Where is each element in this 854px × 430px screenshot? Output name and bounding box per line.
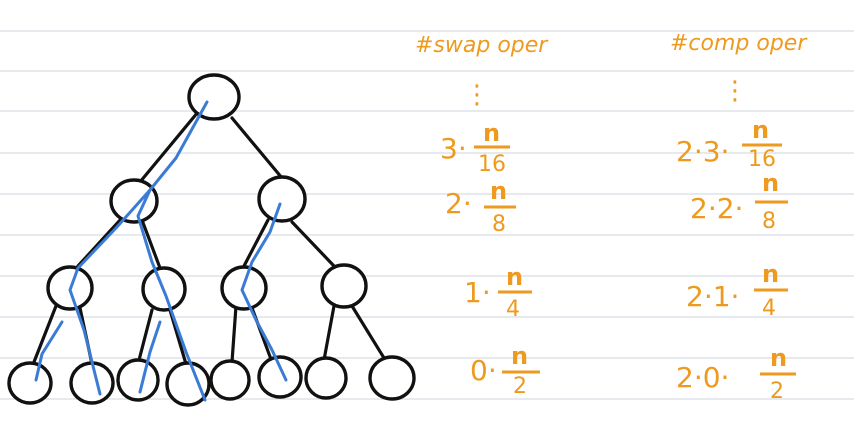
swap-row-1-num: n xyxy=(483,119,500,147)
comp-column: #comp oper ⋮ 2·3· n 16 2·2· n 8 2·1· n 4 xyxy=(670,31,808,404)
node-leaf-8 xyxy=(368,355,416,401)
edge-rr-left xyxy=(322,304,336,362)
edge-rr-right xyxy=(350,304,386,360)
swap-row-2: 2· n 8 xyxy=(445,177,516,237)
comp-row-2-den: 8 xyxy=(762,209,776,234)
comp-row-3-coef: 2·1· xyxy=(686,280,739,313)
comp-row-4: 2·0· n 2 xyxy=(676,344,796,404)
swap-row-4-coef: 0· xyxy=(470,354,497,387)
comp-row-1: 2·3· n 16 xyxy=(676,116,782,172)
edge-l1-left xyxy=(76,216,124,268)
edge-l1-right xyxy=(140,218,162,270)
node-leaf-4 xyxy=(165,361,211,407)
node-root xyxy=(187,73,241,121)
swap-row-1: 3· n 16 xyxy=(440,119,510,177)
comp-header: #comp oper xyxy=(670,31,808,56)
tree-edges xyxy=(32,110,386,366)
comp-row-1-den: 16 xyxy=(748,147,776,172)
edge-r1-left xyxy=(242,218,270,268)
edge-lr-left xyxy=(136,308,154,366)
swap-row-2-den: 8 xyxy=(492,212,506,237)
blue-path-root-branch xyxy=(136,188,207,402)
edge-ll-left xyxy=(32,304,58,364)
node-l2d xyxy=(320,263,368,309)
swap-row-1-coef: 3· xyxy=(440,132,467,165)
node-l1 xyxy=(109,178,159,224)
swap-row-4-num: n xyxy=(511,342,528,370)
swap-row-3-coef: 1· xyxy=(464,276,491,309)
comp-row-2: 2·2· n 8 xyxy=(690,169,788,234)
swap-row-2-coef: 2· xyxy=(445,187,472,220)
comp-row-4-coef: 2·0· xyxy=(676,361,729,394)
node-leaf-7 xyxy=(304,356,348,400)
swap-row-1-den: 16 xyxy=(478,152,506,177)
comp-row-3: 2·1· n 4 xyxy=(686,260,788,321)
node-leaf-2 xyxy=(69,361,115,405)
node-r1 xyxy=(257,175,307,223)
blue-path-l2a xyxy=(34,320,64,382)
comp-row-3-den: 4 xyxy=(762,296,776,321)
comp-row-2-num: n xyxy=(762,169,779,197)
sift-paths xyxy=(34,100,288,402)
edge-root-left xyxy=(138,110,200,184)
swap-row-4-den: 2 xyxy=(513,374,527,399)
swap-row-3-num: n xyxy=(506,263,523,291)
edge-r1-right xyxy=(290,220,336,268)
comp-row-1-coef: 2·3· xyxy=(676,135,729,168)
swap-header: #swap oper xyxy=(415,33,549,58)
comp-row-1-num: n xyxy=(752,116,769,144)
comp-row-4-den: 2 xyxy=(770,379,784,404)
swap-row-2-num: n xyxy=(490,177,507,205)
swap-row-3: 1· n 4 xyxy=(464,263,532,322)
swap-dots: ⋮ xyxy=(464,80,490,110)
comp-row-2-coef: 2·2· xyxy=(690,192,743,225)
comp-row-4-num: n xyxy=(770,344,787,372)
blue-path-r1 xyxy=(240,202,288,382)
node-leaf-6 xyxy=(257,355,303,399)
node-leaf-1 xyxy=(7,361,53,405)
comp-row-3-num: n xyxy=(762,260,779,288)
swap-row-4: 0· n 2 xyxy=(470,342,540,399)
edge-root-right xyxy=(230,116,284,180)
blue-path-l2b xyxy=(138,320,162,394)
edge-rl-left xyxy=(230,304,238,364)
comp-dots: ⋮ xyxy=(722,76,748,106)
node-leaf-3 xyxy=(116,358,160,402)
swap-column: #swap oper ⋮ 3· n 16 2· n 8 1· n 4 xyxy=(415,33,549,399)
blue-path-root xyxy=(68,100,209,396)
swap-row-3-den: 4 xyxy=(506,297,520,322)
tree-nodes xyxy=(7,73,416,407)
node-leaf-5 xyxy=(209,359,251,401)
